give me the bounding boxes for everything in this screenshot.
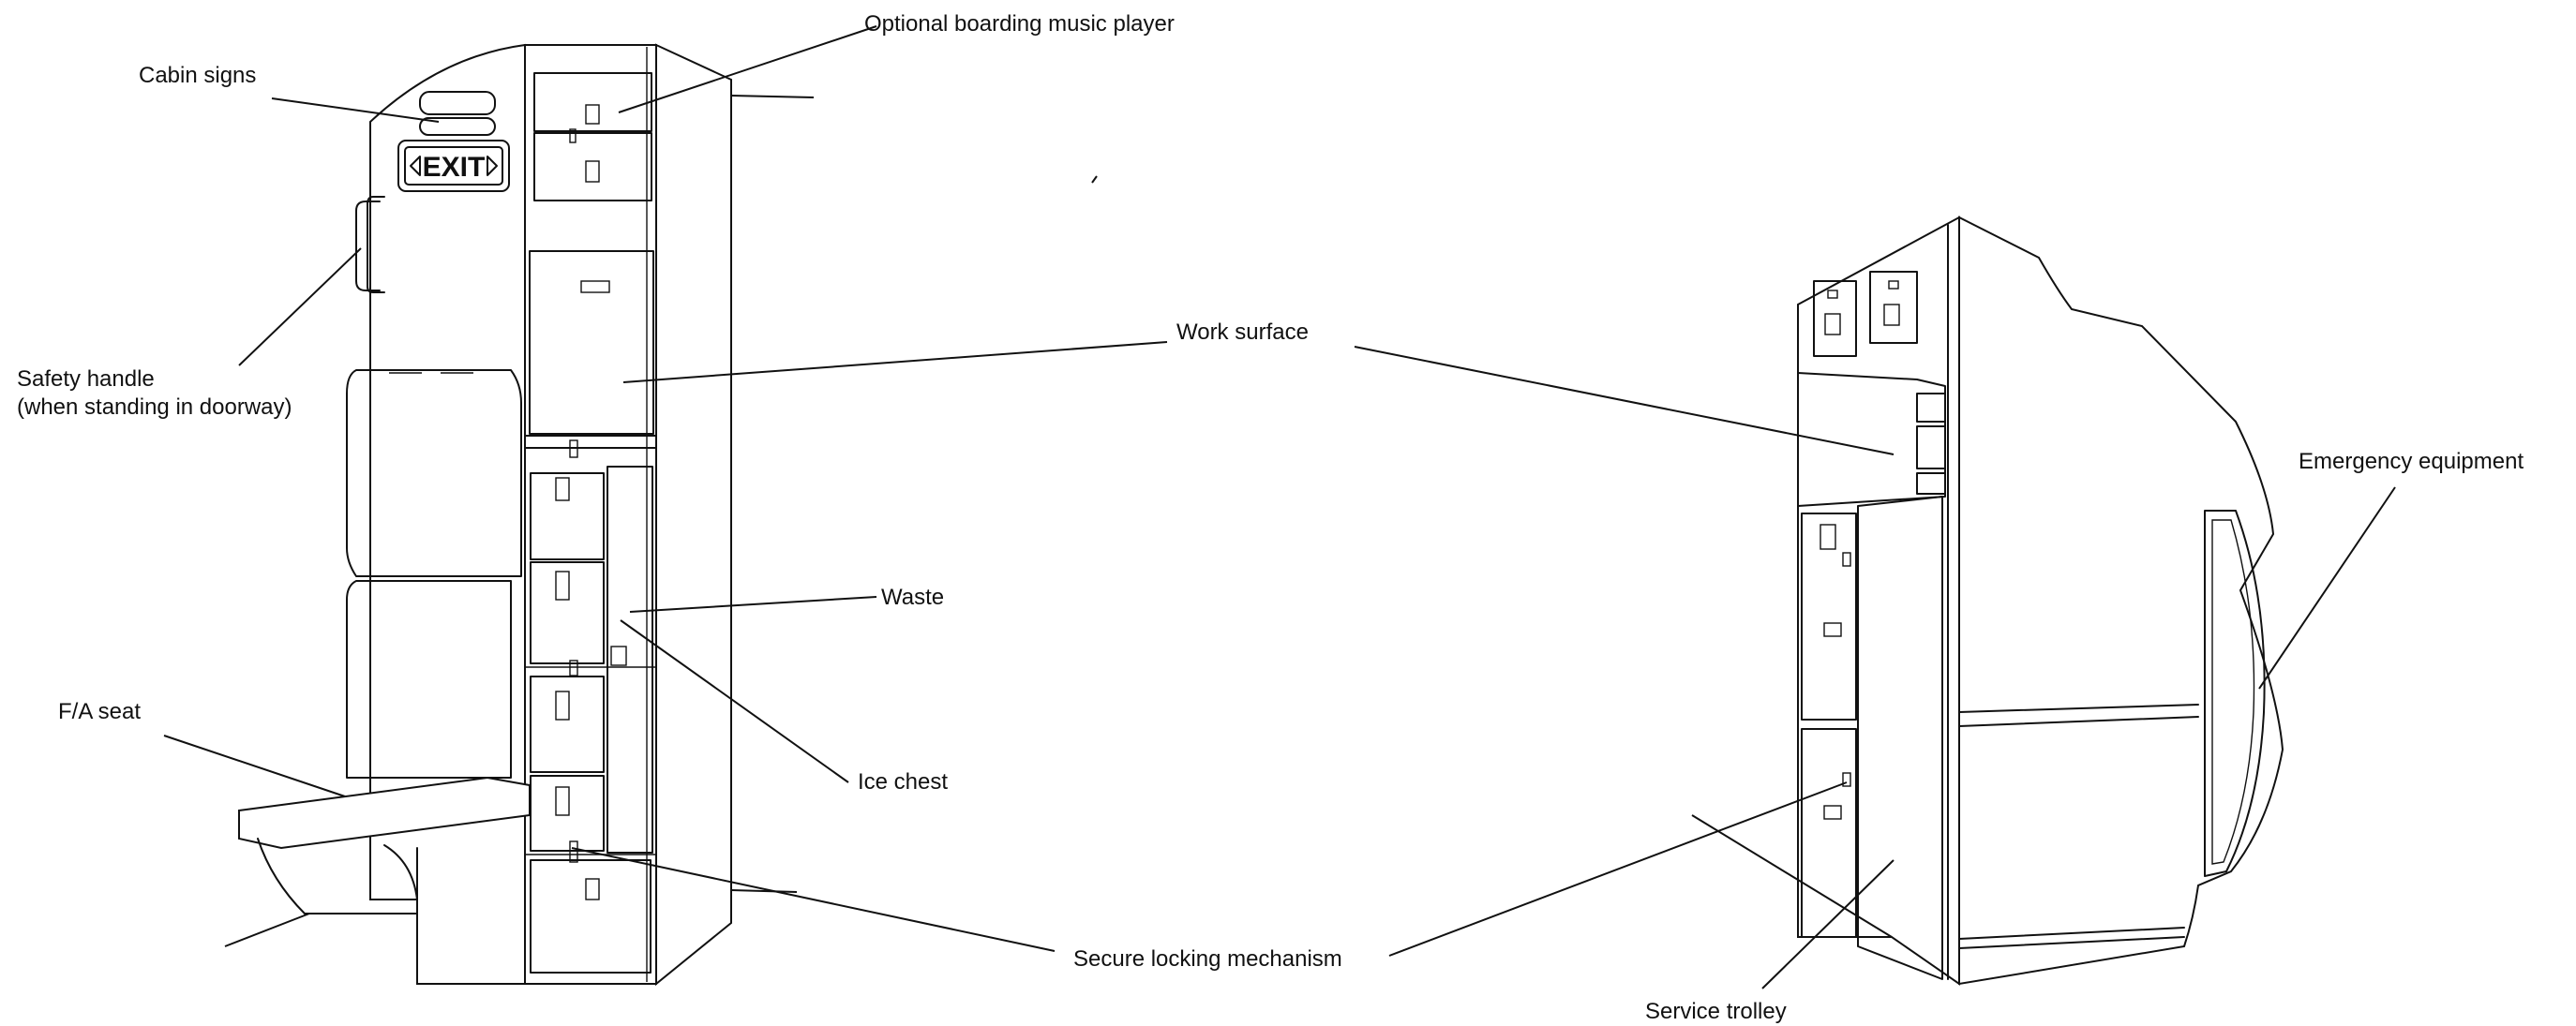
leader-trolley-left [1691,814,1893,938]
leader-work-surface-right [1354,346,1895,455]
label-emergency-equipment: Emergency equipment [2299,449,2524,474]
label-safety-handle-line2: (when standing in doorway) [17,394,292,420]
right-galley-unit [1797,216,2284,986]
exit-sign-text: EXIT [423,152,486,183]
leader-secure-lock-left [571,847,1056,952]
leader-safety-handle [238,247,362,366]
leader-bottom-stub [730,889,798,893]
label-service-trolley: Service trolley [1645,999,1787,1024]
label-work-surface: Work surface [1176,320,1309,345]
leader-seat-base [224,913,310,947]
label-cabin-signs: Cabin signs [139,63,256,88]
leader-work-surface-left [622,341,1168,383]
label-secure-locking: Secure locking mechanism [1073,946,1342,972]
labels: Optional boarding music player Cabin sig… [17,11,2524,1024]
stray-tick [1091,175,1098,184]
leader-boarding-music [618,25,877,113]
label-safety-handle-line1: Safety handle [17,366,155,392]
leader-emergency-equipment [2258,486,2396,690]
left-galley-unit: EXIT [238,43,732,987]
label-ice-chest: Ice chest [858,769,948,795]
leader-top-right-stub [730,95,815,98]
label-boarding-music: Optional boarding music player [864,11,1175,37]
leader-fa-seat [163,735,346,797]
label-waste: Waste [881,585,944,610]
leader-waste [629,596,877,613]
leader-lines [163,25,2396,989]
leader-secure-lock-right [1388,781,1848,957]
leader-ice-chest [620,619,849,783]
leader-service-trolley [1761,859,1895,989]
leader-cabin-signs [271,97,440,123]
label-fa-seat: F/A seat [58,699,141,724]
